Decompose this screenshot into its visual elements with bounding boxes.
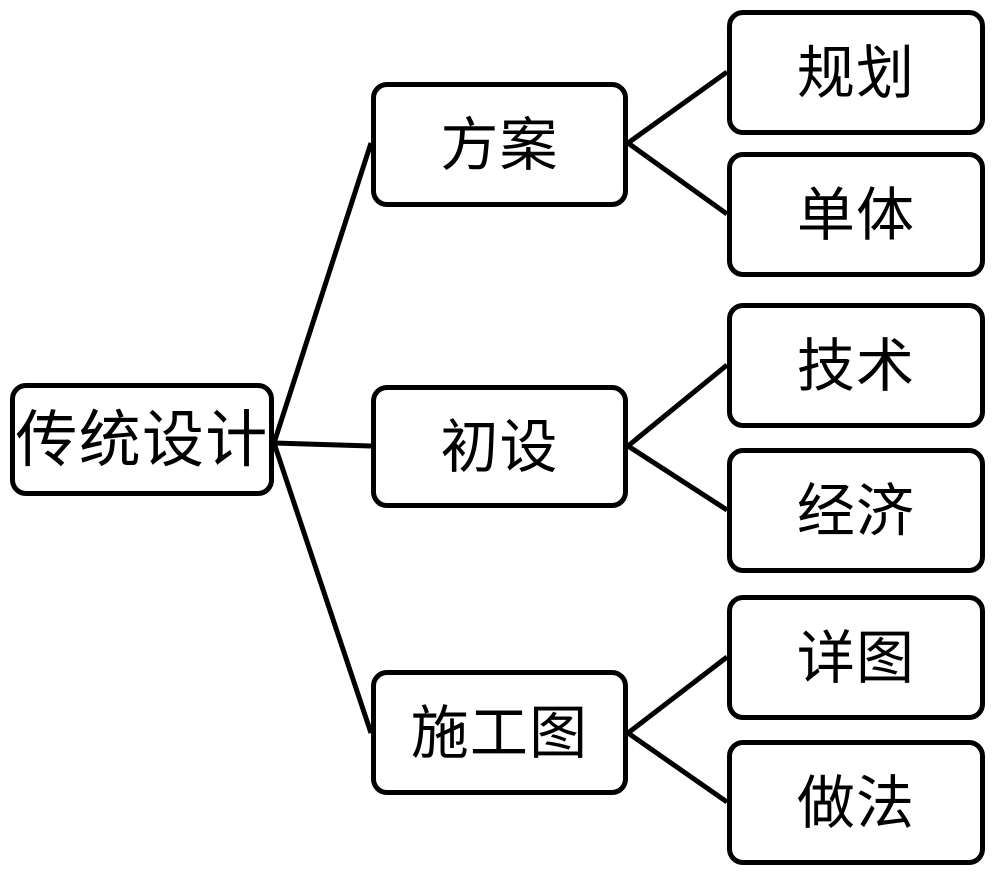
node-l_gh[interactable]: 规划: [727, 10, 985, 135]
node-label-l_js: 技术: [796, 331, 916, 400]
node-label-l_jj: 经济: [796, 476, 916, 545]
node-label-n_chu: 初设: [440, 412, 559, 481]
node-l_dt[interactable]: 单体: [727, 152, 985, 277]
node-l_xt[interactable]: 详图: [727, 595, 985, 720]
node-label-n_shi: 施工图: [410, 698, 589, 767]
node-l_js[interactable]: 技术: [727, 303, 985, 428]
node-n_fa[interactable]: 方案: [371, 82, 628, 207]
node-label-n_fa: 方案: [440, 110, 559, 179]
node-n_chu[interactable]: 初设: [371, 385, 628, 508]
node-l_zf[interactable]: 做法: [727, 740, 985, 865]
node-l_jj[interactable]: 经济: [727, 448, 985, 573]
node-label-root: 传统设计: [15, 402, 269, 476]
node-label-l_zf: 做法: [796, 768, 916, 837]
node-root[interactable]: 传统设计: [10, 383, 274, 496]
node-n_shi[interactable]: 施工图: [371, 670, 628, 795]
node-label-l_xt: 详图: [796, 623, 916, 692]
node-label-l_dt: 单体: [796, 180, 916, 249]
node-label-l_gh: 规划: [796, 38, 916, 107]
